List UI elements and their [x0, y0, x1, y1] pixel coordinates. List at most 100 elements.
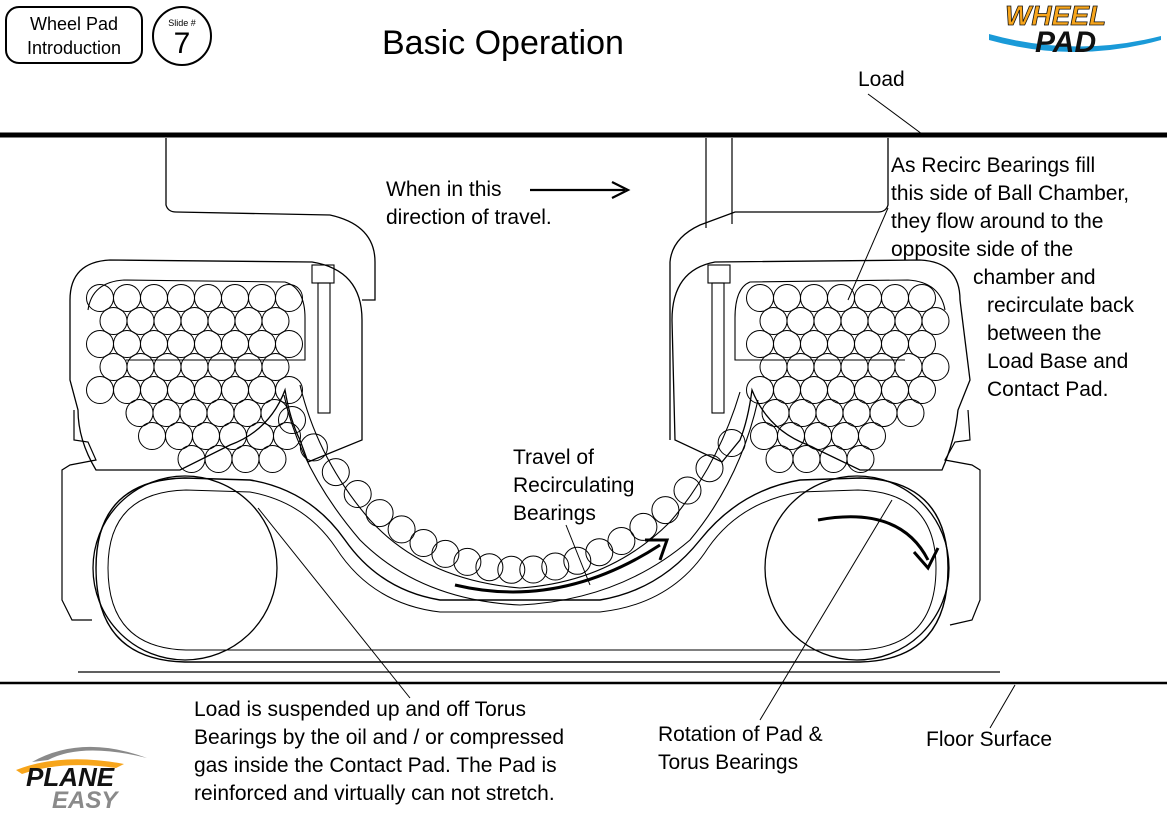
bearing-ball — [258, 445, 287, 473]
travel-direction-line: When in this — [386, 178, 502, 201]
bearing-ball — [167, 284, 195, 312]
bearing-ball — [846, 445, 875, 473]
bearing-ball — [207, 307, 236, 335]
bearing-ball — [607, 527, 636, 555]
bearing-ball — [773, 284, 801, 312]
suspended-line: reinforced and virtually can not stretch… — [194, 782, 555, 805]
bearing-ball — [260, 399, 289, 427]
bearing-ball — [431, 539, 460, 568]
bearing-ball — [858, 422, 886, 450]
suspended-line: gas inside the Contact Pad. The Pad is — [194, 754, 557, 777]
bearing-ball — [275, 330, 303, 358]
bearing-ball — [248, 284, 276, 312]
rotation-line: Rotation of Pad & — [658, 723, 823, 746]
recirc-line: Contact Pad. — [987, 378, 1109, 401]
recirc-line: opposite side of the — [891, 238, 1074, 261]
bearing-ball — [409, 529, 438, 557]
bearing-ball — [840, 307, 869, 335]
recirc-line: Load Base and — [987, 350, 1129, 373]
bearing-ball — [99, 353, 128, 381]
bearing-ball — [908, 376, 936, 404]
travel-bearings-line: Travel of — [513, 446, 594, 469]
bearing-ball — [278, 406, 306, 434]
bearing-ball — [854, 284, 882, 312]
rotation-label: Rotation of Pad & Torus Bearings — [658, 721, 823, 777]
wheel-pad-logo: WHEEL PAD — [989, 0, 1161, 59]
bearing-ball — [275, 284, 303, 312]
bearing-ball — [234, 353, 263, 381]
recirc-line: they flow around to the — [891, 210, 1104, 233]
recirc-line: recirculate back — [987, 294, 1135, 317]
recirc-line: this side of Ball Chamber, — [891, 182, 1130, 205]
recirc-label: As Recirc Bearings fill this side of Bal… — [891, 152, 1134, 404]
bearing-ball — [261, 307, 290, 335]
slide-number-badge: Slide # 7 — [152, 6, 212, 66]
contact-pad-inner — [107, 489, 937, 651]
recirc-line: As Recirc Bearings fill — [891, 154, 1096, 177]
load-base-right — [669, 138, 889, 440]
bearing-ball — [99, 307, 128, 335]
svg-text:PLANE: PLANE — [26, 762, 115, 792]
bearing-ball — [221, 284, 249, 312]
bearing-ball — [792, 445, 821, 473]
bearing-ball — [207, 353, 236, 381]
chamber-housing-right — [671, 259, 971, 471]
torus-bearing-left — [92, 475, 278, 661]
bearing-ball — [746, 376, 774, 404]
bearing-ball — [765, 445, 794, 473]
bearing-ball — [786, 307, 815, 335]
torus-bearing-right — [764, 475, 950, 661]
bearing-ball — [221, 330, 249, 358]
bearing-ball — [827, 284, 855, 312]
svg-text:PAD: PAD — [1035, 26, 1096, 59]
bearing-ball — [563, 546, 592, 575]
bearing-ball — [786, 353, 815, 381]
bearing-ball — [153, 353, 182, 381]
bearing-ball — [813, 353, 842, 381]
bearing-ball — [854, 330, 882, 358]
bearing-ball — [759, 353, 788, 381]
bearing-ball — [746, 284, 774, 312]
bearing-ball — [800, 330, 828, 358]
contact-pad-outer — [95, 477, 949, 663]
suspended-line: Load is suspended up and off Torus — [194, 698, 526, 721]
bearing-ball — [86, 330, 114, 358]
section-tag: Wheel Pad Introduction — [5, 6, 143, 64]
bearing-ball — [194, 330, 222, 358]
bearing-ball — [519, 555, 548, 584]
bearing-ball — [908, 330, 936, 358]
travel-direction-line: direction of travel. — [386, 206, 552, 229]
suspended-label: Load is suspended up and off Torus Beari… — [194, 696, 564, 808]
bearing-ball — [113, 284, 141, 312]
bearing-ball — [299, 433, 328, 462]
travel-bearings-label: Travel of Recirculating Bearings — [513, 444, 634, 528]
bearing-ball — [497, 555, 526, 584]
section-tag-line2: Introduction — [26, 38, 122, 58]
bearing-ball — [541, 552, 570, 581]
rotation-line: Torus Bearings — [658, 751, 799, 774]
bearing-ball — [585, 538, 614, 567]
bearing-ball — [840, 353, 869, 381]
bearing-ball — [387, 515, 416, 544]
bearing-ball — [275, 376, 303, 404]
plane-easy-logo: PLANE EASY — [16, 746, 147, 810]
bearing-ball — [273, 422, 301, 450]
bearing-ball — [343, 480, 372, 508]
recirc-line: between the — [987, 322, 1102, 345]
svg-text:WHEEL: WHEEL — [1005, 0, 1106, 31]
bearing-ball — [365, 499, 394, 528]
travel-bearings-line: Recirculating — [513, 474, 635, 497]
bearing-ball — [673, 476, 702, 505]
bearing-ball — [140, 330, 168, 358]
page-title: Basic Operation — [382, 24, 624, 62]
bearing-ball — [746, 330, 774, 358]
bearing-ball — [908, 284, 936, 312]
bearing-ball — [153, 307, 182, 335]
bearing-ball — [813, 307, 842, 335]
bearing-ball — [180, 307, 209, 335]
bearing-ball — [695, 454, 724, 483]
bearing-ball — [750, 422, 778, 450]
bearing-ball — [261, 353, 290, 381]
slide-number: 7 — [173, 27, 191, 60]
